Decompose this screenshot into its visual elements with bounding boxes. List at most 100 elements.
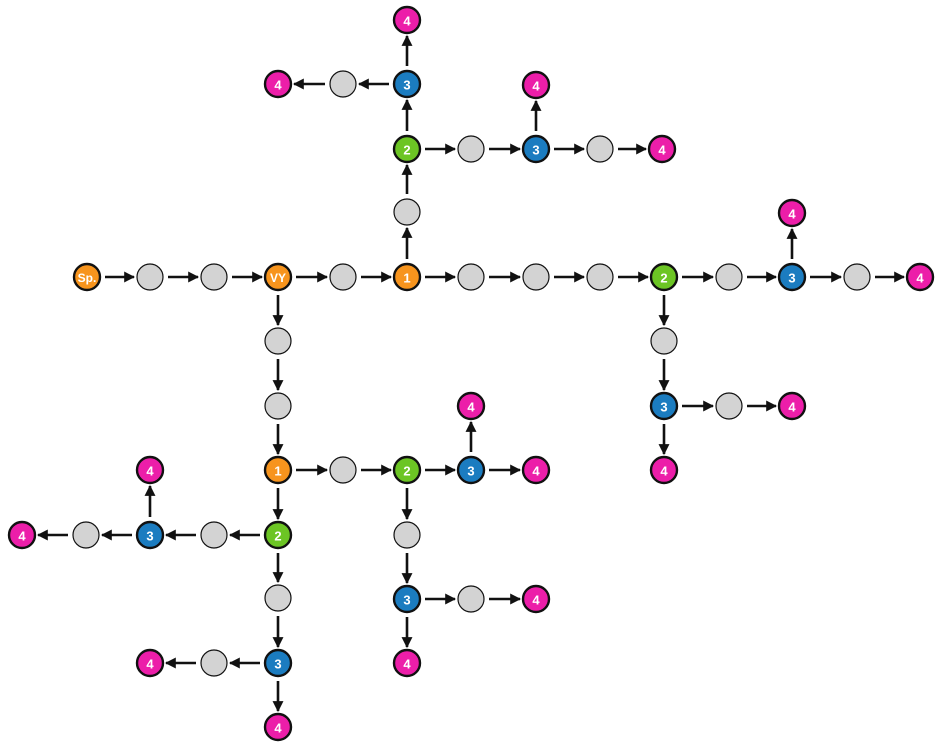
node-4: 4 [777,391,807,421]
node-4: 4 [135,648,165,678]
node-circle [777,198,807,228]
node-circle [521,134,551,164]
node-circle [135,648,165,678]
node-circle [777,262,807,292]
node-circle [457,263,485,291]
node-4: 4 [521,584,551,614]
edge-layer [36,34,906,713]
node-label: 1 [403,271,410,286]
node-label: 4 [916,271,924,286]
node-label: 4 [18,529,26,544]
node-circle [329,70,357,98]
node-blank [843,263,871,291]
node-circle [649,262,679,292]
node-1: 1 [263,455,293,485]
node-circle [263,712,293,742]
node-label: 3 [403,78,410,93]
node-vy: VY [263,262,293,292]
node-circle [456,391,486,421]
node-4: 4 [392,648,422,678]
node-blank [72,521,100,549]
node-circle [521,455,551,485]
node-label: 2 [660,271,667,286]
node-3: 3 [456,455,486,485]
node-circle [777,391,807,421]
node-label: VY [270,271,286,285]
node-3: 3 [263,648,293,678]
node-circle [843,263,871,291]
node-label: 4 [146,657,154,672]
node-circle [7,520,37,550]
node-label: 2 [403,464,410,479]
node-4: 4 [521,455,551,485]
node-sp: Sp. [72,262,102,292]
node-circle [135,520,165,550]
node-label: 4 [403,657,411,672]
node-blank [650,327,678,355]
node-2: 2 [392,455,422,485]
node-circle [647,134,677,164]
node-circle [200,521,228,549]
node-blank [393,521,421,549]
node-blank [457,135,485,163]
node-blank [457,585,485,613]
node-blank [329,263,357,291]
node-label: 4 [660,464,668,479]
node-circle [392,5,422,35]
node-3: 3 [521,134,551,164]
node-3: 3 [649,391,679,421]
node-blank [264,392,292,420]
node-circle [264,584,292,612]
node-4: 4 [7,520,37,550]
node-label: 4 [532,79,540,94]
node-4: 4 [521,70,551,100]
node-circle [457,585,485,613]
node-blank [586,263,614,291]
node-circle [72,262,102,292]
node-circle [136,263,164,291]
node-2: 2 [649,262,679,292]
node-circle [392,648,422,678]
node-circle [457,135,485,163]
node-label: 3 [788,271,795,286]
node-label: 4 [146,464,154,479]
node-blank [200,649,228,677]
node-circle [392,455,422,485]
node-circle [72,521,100,549]
node-3: 3 [392,69,422,99]
node-4: 4 [263,712,293,742]
node-circle [715,263,743,291]
node-4: 4 [263,69,293,99]
node-label: 3 [660,400,667,415]
node-blank [393,198,421,226]
node-circle [586,263,614,291]
node-4: 4 [905,262,935,292]
node-circle [329,456,357,484]
node-circle [521,70,551,100]
node-label: 3 [274,657,281,672]
node-blank [457,263,485,291]
node-label: 2 [403,143,410,158]
node-label: 4 [532,593,540,608]
node-4: 4 [456,391,486,421]
node-blank [329,70,357,98]
node-label: 4 [467,400,475,415]
node-label: 3 [467,464,474,479]
node-4: 4 [647,134,677,164]
node-circle [264,327,292,355]
node-circle [263,520,293,550]
node-circle [200,649,228,677]
node-circle [586,135,614,163]
node-label: 4 [658,143,666,158]
node-3: 3 [135,520,165,550]
node-label: 1 [274,464,281,479]
node-4: 4 [135,455,165,485]
node-blank [522,263,550,291]
node-circle [329,263,357,291]
node-label: 3 [532,143,539,158]
node-label: 3 [146,529,153,544]
node-label: 2 [274,529,281,544]
node-blank [715,392,743,420]
